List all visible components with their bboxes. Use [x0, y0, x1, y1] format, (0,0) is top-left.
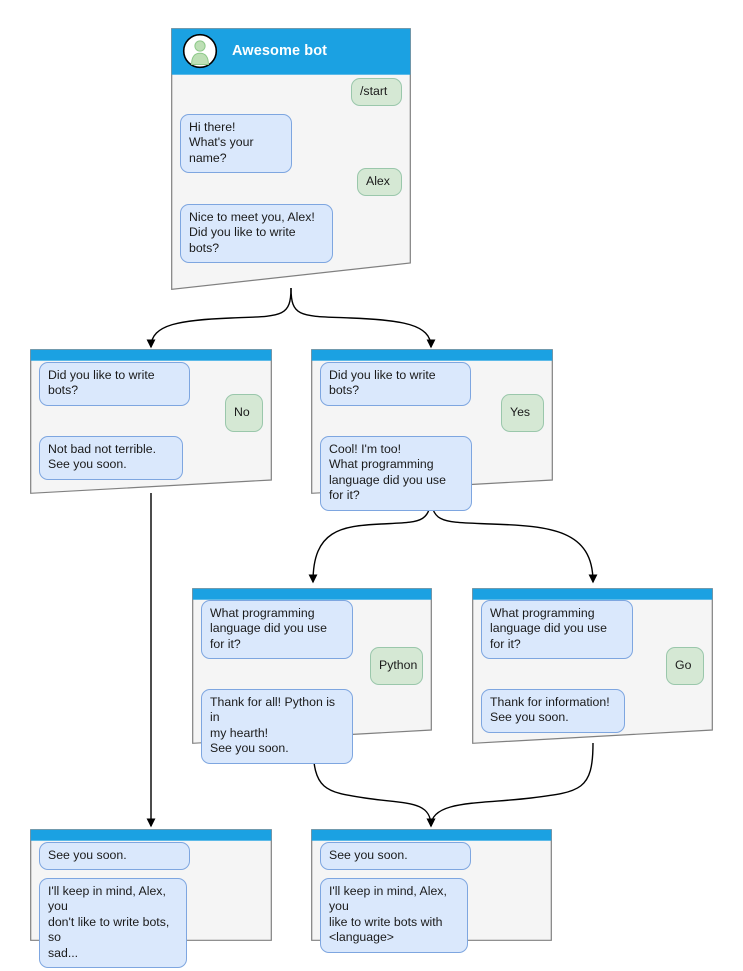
message-bubble-user[interactable]: Go [666, 647, 704, 686]
message-bubble-user[interactable]: No [225, 394, 263, 433]
message-bubble-user[interactable]: Alex [357, 168, 402, 197]
node-go-strip [472, 588, 713, 599]
node-no-chat: Did you like to write bots? No Not bad n… [30, 360, 272, 494]
message-bubble-bot[interactable]: Did you like to write bots? [39, 362, 190, 406]
message-bubble-user[interactable]: Python [370, 647, 423, 686]
node-yes-chat: Did you like to write bots? Yes Cool! I'… [311, 360, 553, 511]
message-bubble-bot[interactable]: Not bad not terrible. See you soon. [39, 436, 183, 480]
node-end-sad-chat: See you soon. I'll keep in mind, Alex, y… [30, 840, 272, 969]
node-root-header: Awesome bot [171, 28, 411, 74]
message-bubble-user[interactable]: Yes [501, 394, 544, 433]
message-bubble-bot[interactable]: What programming language did you use fo… [201, 600, 353, 660]
edge-root-to-no [146, 287, 292, 349]
message-bubble-bot[interactable]: I'll keep in mind, Alex, you don't like … [39, 878, 187, 969]
message-bubble-bot[interactable]: See you soon. [320, 842, 471, 871]
node-end-sad-strip [30, 829, 272, 840]
node-root-title: Awesome bot [232, 43, 328, 59]
chat-node-root[interactable]: Awesome bot /start Hi there! What's your… [171, 28, 411, 290]
edge-root-to-yes [290, 287, 436, 349]
message-bubble-bot[interactable]: Did you like to write bots? [320, 362, 471, 406]
message-bubble-user[interactable]: /start [351, 78, 402, 107]
node-root-chat: /start Hi there! What's your name? Alex … [171, 74, 411, 290]
chat-node-end-happy[interactable]: See you soon. I'll keep in mind, Alex, y… [311, 829, 552, 953]
node-end-happy-chat: See you soon. I'll keep in mind, Alex, y… [311, 840, 552, 953]
edge-go-to-end-happy [426, 742, 594, 828]
node-yes-strip [311, 349, 553, 360]
message-bubble-bot[interactable]: See you soon. [39, 842, 190, 871]
node-python-strip [192, 588, 432, 599]
node-go-chat: What programming language did you use fo… [472, 599, 713, 744]
message-bubble-bot[interactable]: Thank for information! See you soon. [481, 689, 625, 733]
chat-node-end-sad[interactable]: See you soon. I'll keep in mind, Alex, y… [30, 829, 272, 969]
message-bubble-bot[interactable]: Cool! I'm too! What programming language… [320, 436, 472, 511]
message-bubble-bot[interactable]: What programming language did you use fo… [481, 600, 633, 660]
message-bubble-bot[interactable]: Nice to meet you, Alex! Did you like to … [180, 204, 333, 264]
message-bubble-bot[interactable]: Hi there! What's your name? [180, 114, 292, 174]
chat-node-go-branch[interactable]: What programming language did you use fo… [472, 588, 713, 744]
chat-node-yes-branch[interactable]: Did you like to write bots? Yes Cool! I'… [311, 349, 553, 511]
node-end-happy-strip [311, 829, 552, 840]
node-python-chat: What programming language did you use fo… [192, 599, 432, 764]
person-avatar-icon [182, 33, 218, 69]
message-bubble-bot[interactable]: I'll keep in mind, Alex, you like to wri… [320, 878, 468, 953]
node-no-strip [30, 349, 272, 360]
message-bubble-bot[interactable]: Thank for all! Python is in my hearth! S… [201, 689, 353, 764]
chat-node-no-branch[interactable]: Did you like to write bots? No Not bad n… [30, 349, 272, 494]
chat-node-python-branch[interactable]: What programming language did you use fo… [192, 588, 432, 764]
